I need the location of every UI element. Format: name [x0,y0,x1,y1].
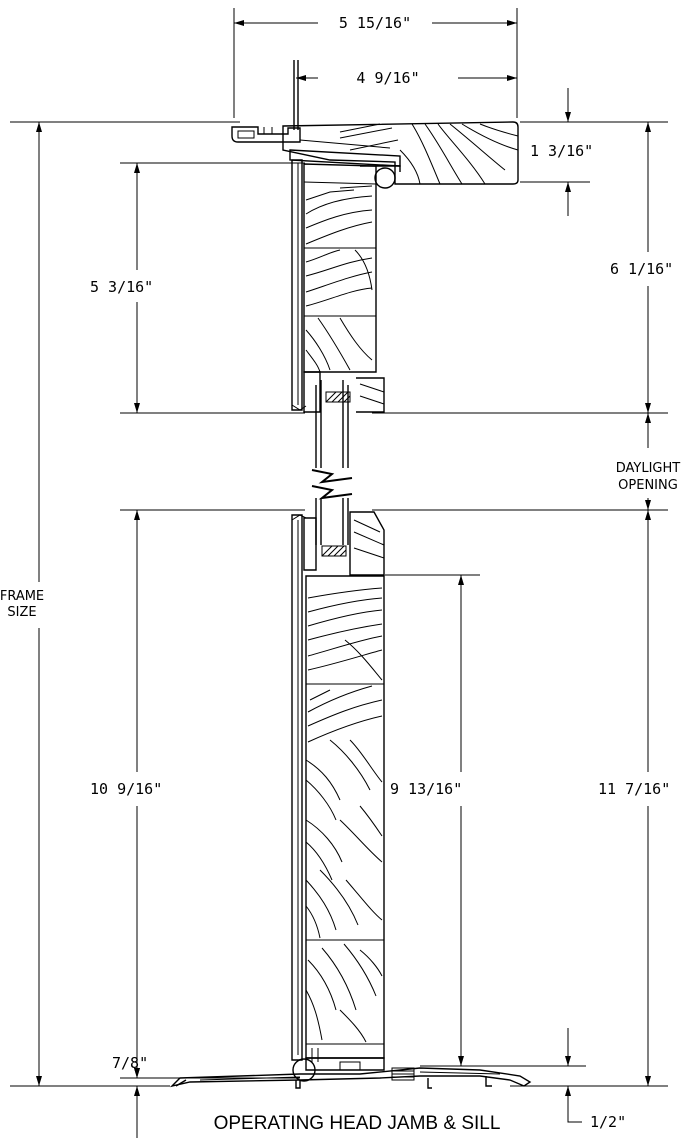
upper-sash [291,159,385,413]
label-frame-size-line1: FRAME [0,589,44,604]
dim-lower-right-height: 11 7/16" [598,780,670,798]
dim-inner-top-width: 4 9/16" [356,69,419,87]
label-daylight-line2: OPENING [618,478,678,493]
label-frame-size-line2: SIZE [7,605,36,620]
dim-lower-panel-height: 9 13/16" [390,780,462,798]
lower-sash [291,511,385,1082]
dim-upper-sash-height: 5 3/16" [90,278,153,296]
glazing [311,380,353,545]
dimension-labels: 5 15/16" 4 9/16" 1 3/16" 6 1/16" 5 3/16"… [90,14,673,1131]
dim-upper-right-height: 6 1/16" [610,260,673,278]
dim-lower-sash-height: 10 9/16" [90,780,162,798]
dim-sill-left: 7/8" [112,1054,148,1072]
head-jamb [231,60,519,189]
extension-lines [10,8,668,1087]
callout-labels: FRAME SIZE DAYLIGHT OPENING [0,461,680,620]
sill [169,1067,532,1089]
dimension-lines [36,20,651,1138]
dim-head-thickness: 1 3/16" [530,142,593,160]
dim-overall-top-width: 5 15/16" [339,14,411,32]
drawing-title: OPERATING HEAD JAMB & SILL [214,1113,501,1134]
dim-sill-right: 1/2" [590,1113,626,1131]
label-daylight-line1: DAYLIGHT [616,461,681,476]
